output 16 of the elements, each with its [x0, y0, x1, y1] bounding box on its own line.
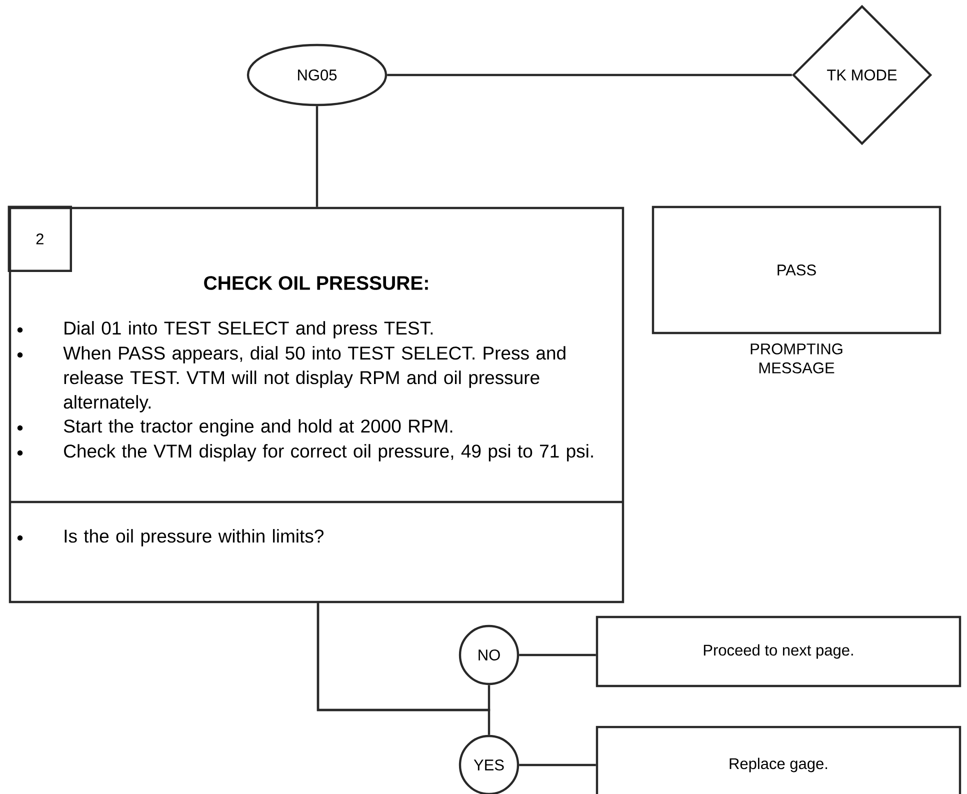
connector-line: [519, 654, 596, 656]
box-caption: PROMPTING MESSAGE: [750, 343, 842, 374]
connector-line: [316, 106, 318, 207]
bullet-item: When PASS appears, dial 50 into TEST SELECT. Press and release TEST. VTM will not display RPM and oil pressure alternately.: [17, 346, 566, 412]
question-item: Is the oil pressure within limits?: [17, 529, 324, 546]
step-number-box: 2: [8, 206, 72, 272]
process-box: Proceed to next page.: [596, 616, 962, 688]
bullet-item: Dial 01 into TEST SELECT and press TEST.: [17, 321, 433, 338]
connector-line: [316, 603, 490, 735]
process-box: PASS: [652, 206, 942, 334]
connector-line: [519, 764, 596, 766]
process-box: Replace gage.: [596, 726, 962, 794]
connector-line: [387, 74, 792, 76]
bullet-item: Check the VTM display for correct oil pressure, 49 psi to 71 psi.: [17, 444, 593, 462]
bullet-item: Start the tractor engine and hold at 2000 RPM.: [17, 419, 452, 436]
step-heading: CHECK OIL PRESSURE:: [204, 276, 428, 290]
